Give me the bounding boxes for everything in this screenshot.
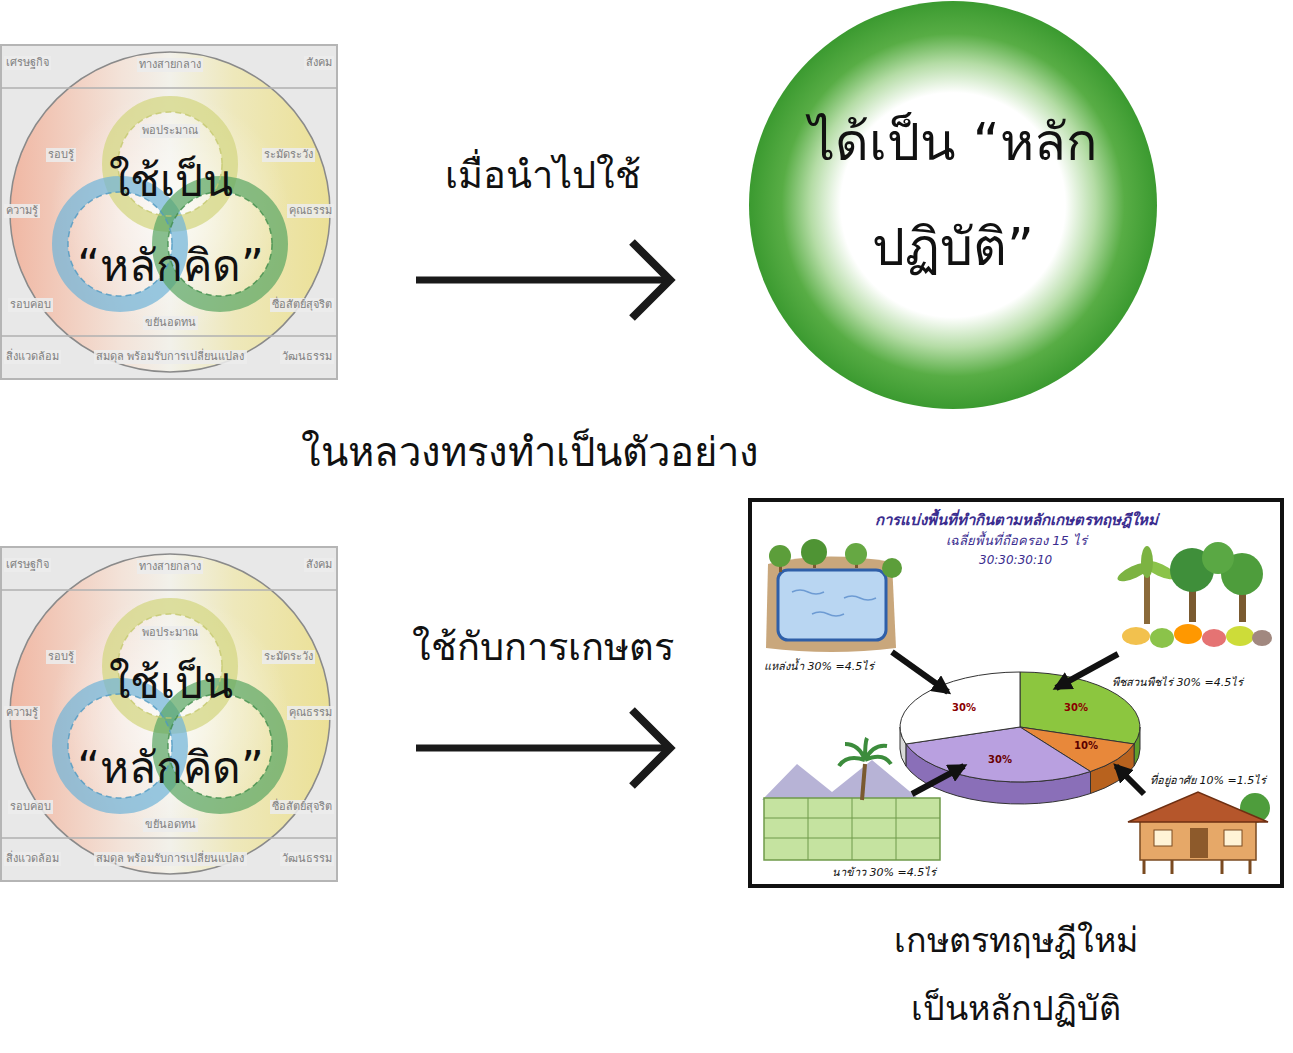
philosophy-square: ใช้เป็น “หลักคิด” เศรษฐกิจ ทางสายกลาง สังคม… <box>0 44 338 380</box>
arrow-head <box>632 710 670 786</box>
main-text: ได้เป็น “หลักปฏิบัติ” <box>806 90 1100 300</box>
edge-label: เมื่อนำไปใช้ <box>445 150 641 201</box>
principle-label: คุณธรรม <box>287 204 334 218</box>
main-text: ใช้เป็น “หลักคิด” <box>73 138 268 308</box>
flow-arrow <box>416 242 670 318</box>
practice-circle: ได้เป็น “หลักปฏิบัติ” <box>748 0 1158 410</box>
caption-heading: เกษตรทฤษฎีใหม่ เป็นหลักปฏิบัติ <box>890 906 1142 1042</box>
picture-subtitle: เฉลี่ยพื้นที่ถือครอง 15 ไร่ <box>946 532 1087 550</box>
principle-label: ความรู้ <box>4 706 40 720</box>
principle-label: ขยันอดทน <box>143 818 198 832</box>
area-label: นาข้าว 30% =4.5ไร่ <box>832 866 936 880</box>
percent-label: 10% <box>1074 740 1098 752</box>
philosophy-square: ใช้เป็น “หลักคิด” เศรษฐกิจ ทางสายกลาง สังคม… <box>0 546 338 882</box>
principle-label: ทางสายกลาง <box>137 560 203 574</box>
percent-label: 30% <box>952 702 976 714</box>
principle-label: ความรู้ <box>4 204 40 218</box>
principle-label: รอบรู้ <box>46 650 76 664</box>
ratio-text: 30:30:30:10 <box>979 552 1052 568</box>
picture-title: การแบ่งพื้นที่ทำกินตามหลักเกษตรทฤษฎีใหม่ <box>875 510 1158 530</box>
example-note: ในหลวงทรงทำเป็นตัวอย่าง <box>301 426 759 478</box>
principle-label: ขยันอดทน <box>143 316 198 330</box>
principle-label: พอประมาณ <box>140 626 200 640</box>
principle-label: ทางสายกลาง <box>137 58 203 72</box>
principle-label: วัฒนธรรม <box>280 852 334 866</box>
area-label: พืชสวนพืชไร่ 30% =4.5ไร่ <box>1112 676 1243 690</box>
principle-label: พอประมาณ <box>140 124 200 138</box>
principle-label: รอบคอบ <box>8 800 53 814</box>
principle-label: สิ่งแวดล้อม <box>4 852 61 866</box>
percent-label: 30% <box>988 754 1012 766</box>
arrow-shaft <box>416 277 666 284</box>
principle-label: รอบรู้ <box>46 148 76 162</box>
principle-label: สมดุล พร้อมรับการเปลี่ยนแปลง <box>94 350 247 364</box>
edge-label: ใช้กับการเกษตร <box>412 622 674 673</box>
principle-label: วัฒนธรรม <box>280 350 334 364</box>
principle-label: คุณธรรม <box>287 706 334 720</box>
percent-label: 30% <box>1064 702 1088 714</box>
principle-label: สมดุล พร้อมรับการเปลี่ยนแปลง <box>94 852 247 866</box>
principle-label: เศรษฐกิจ <box>4 56 51 70</box>
principle-label: สิ่งแวดล้อม <box>4 350 61 364</box>
main-text: ใช้เป็น “หลักคิด” <box>73 640 268 810</box>
farm-picture-box: การแบ่งพื้นที่ทำกินตามหลักเกษตรทฤษฎีใหม่… <box>748 498 1284 888</box>
flow-arrow <box>416 710 670 786</box>
principle-label: ระมัดระวัง <box>262 148 315 162</box>
arrow-shaft <box>416 745 666 752</box>
principle-label: ระมัดระวัง <box>262 650 315 664</box>
green-ring-art <box>748 0 1158 410</box>
principle-label: ซื่อสัตย์สุจริต <box>270 298 334 312</box>
principle-label: รอบคอบ <box>8 298 53 312</box>
principle-label: เศรษฐกิจ <box>4 558 51 572</box>
principle-label: สังคม <box>304 558 334 572</box>
principle-label: ซื่อสัตย์สุจริต <box>270 800 334 814</box>
arrow-head <box>632 242 670 318</box>
principle-label: สังคม <box>304 56 334 70</box>
area-label: ที่อยู่อาศัย 10% =1.5ไร่ <box>1150 774 1266 788</box>
area-label: แหล่งน้ำ 30% =4.5ไร่ <box>764 660 874 674</box>
